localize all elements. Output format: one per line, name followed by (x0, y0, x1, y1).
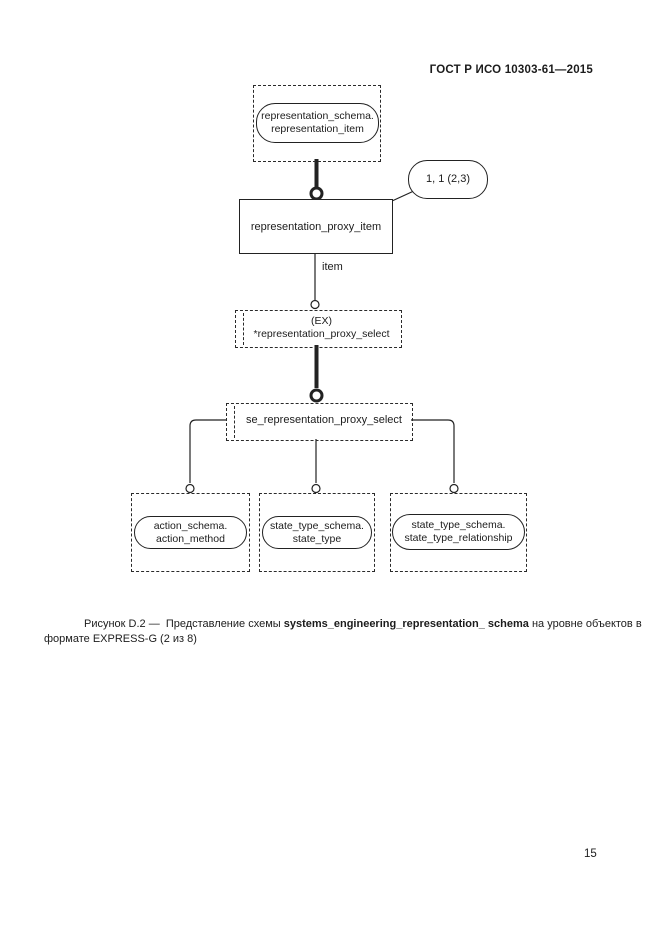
document-header: ГОСТ Р ИСО 10303-61—2015 (429, 64, 593, 76)
open-circle-mid (309, 388, 324, 403)
item-open-circle (310, 299, 320, 310)
branch-open-circle-middle (311, 483, 321, 494)
select-se-label: se_representation_proxy_select (246, 414, 402, 427)
branch-line-left (189, 419, 226, 483)
schema-ref-line1: action_schema. (153, 519, 228, 532)
select-type-inner-bar (243, 313, 244, 345)
schema-ref-state-type: state_type_schema. state_type (262, 516, 372, 549)
schema-ref-line2: action_method (156, 532, 225, 545)
select-type-box-representation-proxy-select (235, 310, 402, 348)
open-circle-top (309, 186, 324, 201)
branch-line-right (411, 419, 455, 483)
schema-ref-line2: state_type (292, 532, 342, 545)
caption-schema-name: systems_engineering_representation_ sche… (283, 618, 529, 630)
schema-ref-representation-item: representation_schema. representation_it… (256, 103, 379, 143)
schema-ref-line1: representation_schema. (261, 110, 374, 122)
schema-ref-action-method: action_schema. action_method (134, 516, 247, 549)
schema-ref-frame-state-type-relationship (390, 493, 527, 572)
cardinality-text: 1, 1 (2,3) (425, 173, 471, 185)
schema-ref-line2: state_type_relationship (404, 532, 513, 544)
select-type-text-se-representation-proxy-select: se_representation_proxy_select (237, 403, 411, 439)
entity-label: representation_proxy_item (250, 220, 382, 233)
figure-caption: Рисунок D.2 — Представление схемы system… (44, 617, 642, 646)
page-number: 15 (584, 848, 597, 860)
caption-line-2: формате EXPRESS-G (2 из 8) (44, 632, 197, 645)
select-ex-line1: (EX) (311, 314, 332, 327)
select-type-text-representation-proxy-select: (EX) *representation_proxy_select (243, 310, 400, 346)
schema-ref-frame-representation-item (253, 85, 381, 162)
entity-box-representation-proxy-item: representation_proxy_item (239, 199, 393, 254)
schema-ref-frame-action-method (131, 493, 250, 572)
select-type-inner-bar (234, 406, 235, 438)
item-attribute-label: item (322, 261, 343, 273)
select-type-box-se-representation-proxy-select (226, 403, 413, 441)
schema-ref-frame-state-type (259, 493, 375, 572)
caption-text: Рисунок D.2 — Представление схемы (84, 618, 284, 630)
branch-open-circle-right (449, 483, 459, 494)
schema-ref-line2: representation_item (271, 123, 364, 135)
branch-open-circle-left (185, 483, 195, 494)
caption-text: на уровне объектов в (528, 618, 642, 630)
schema-ref-state-type-relationship: state_type_schema. state_type_relationsh… (392, 514, 525, 550)
caption-line-1: Рисунок D.2 — Представление схемы system… (44, 617, 642, 632)
cardinality-callout: 1, 1 (2,3) (408, 160, 488, 199)
schema-ref-line1: state_type_schema. (411, 519, 506, 531)
select-ex-line2: *representation_proxy_select (253, 328, 390, 340)
schema-ref-line1: state_type_schema. (270, 519, 364, 532)
